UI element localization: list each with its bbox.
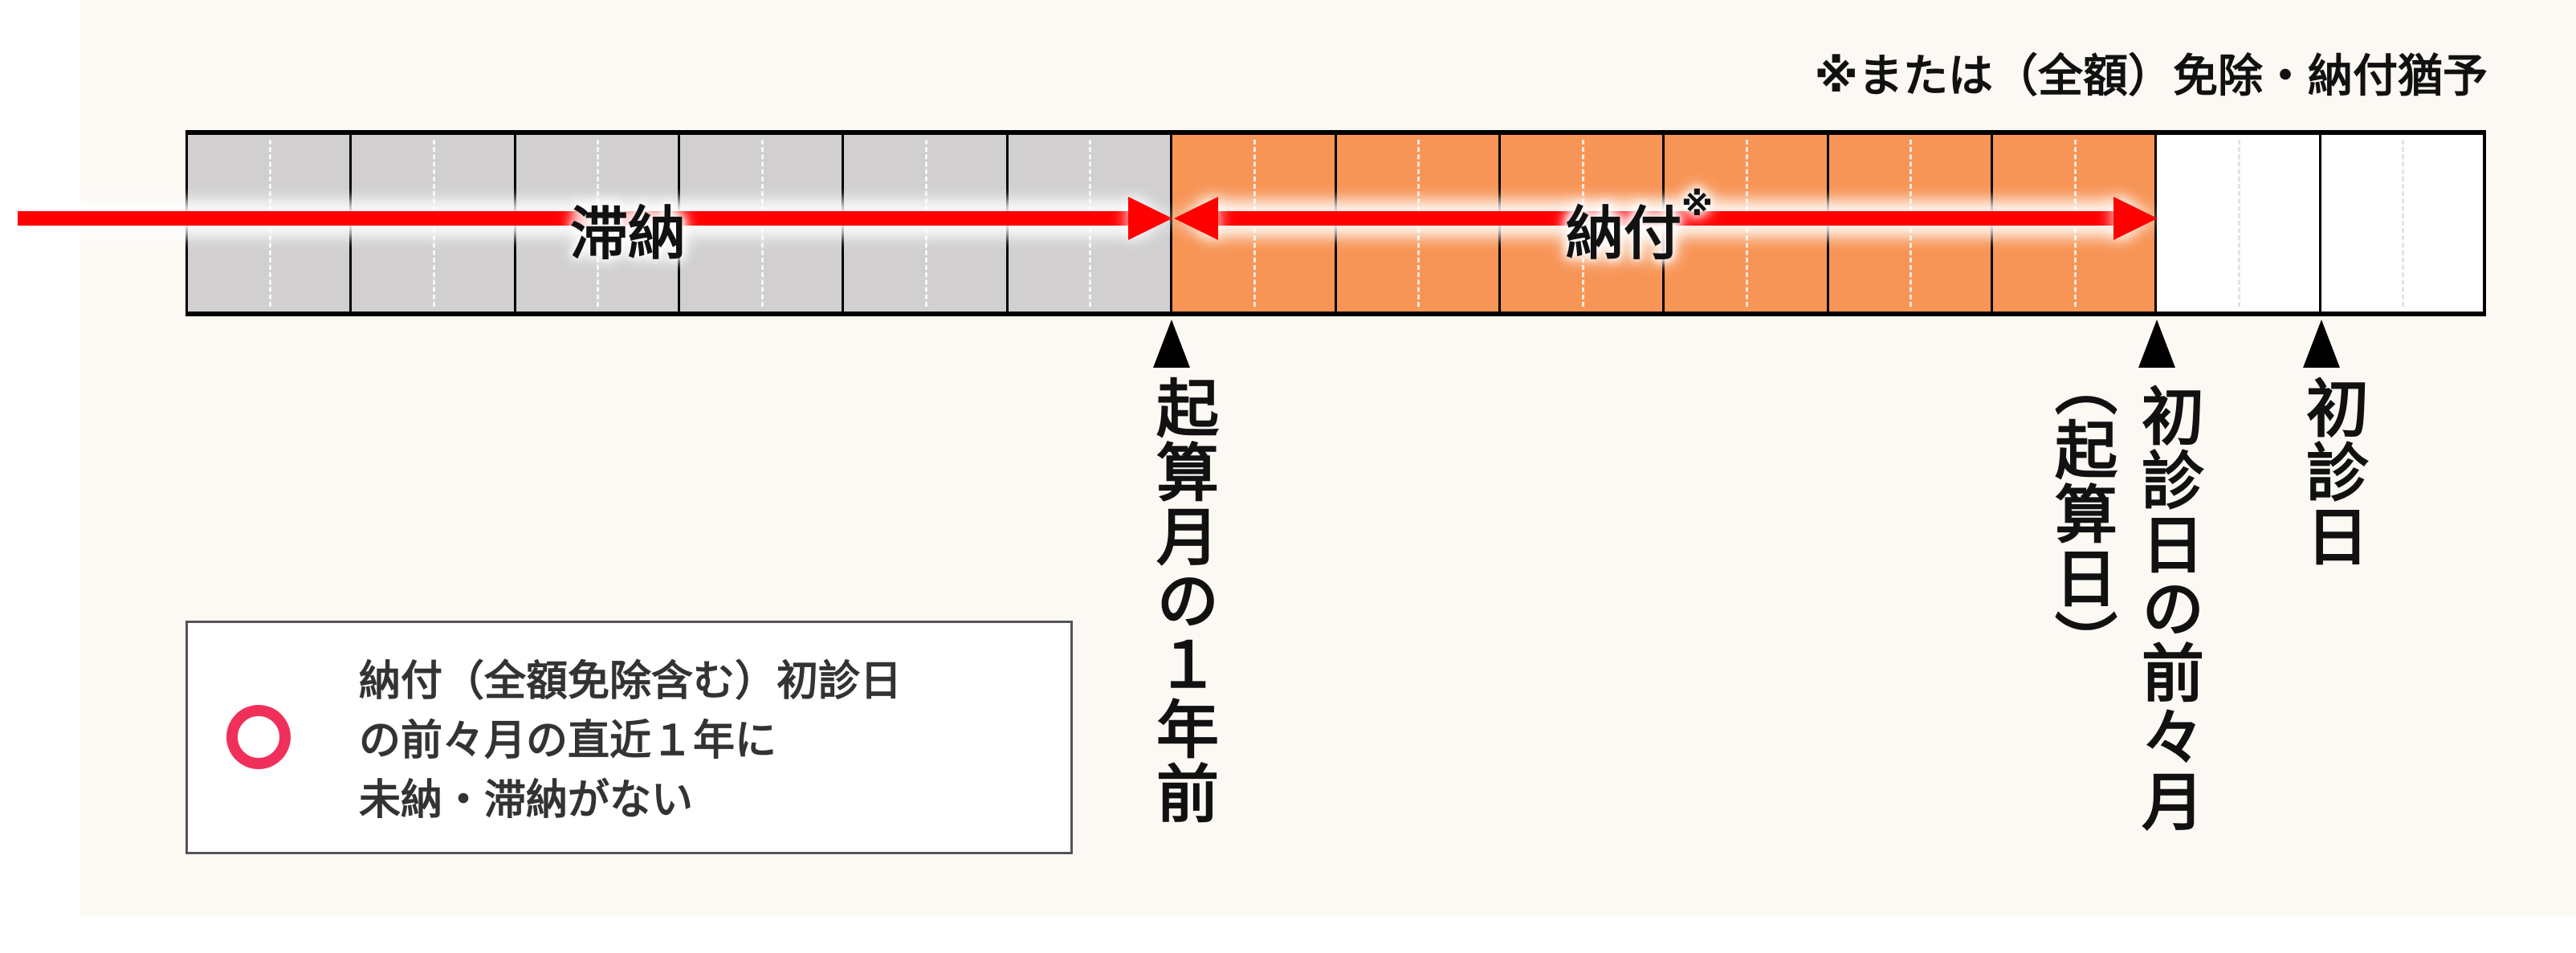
delinquent-arrow [18,211,1134,226]
start-marker-label: 起算月の１年前 [1146,376,1218,825]
month-cell-future [2318,135,2487,312]
paid-arrowhead-left-icon [1174,197,1218,240]
delinquent-arrowhead-icon [1128,197,1172,240]
paid-arrowhead-right-icon [2113,197,2158,240]
month-cell-future [2154,135,2319,312]
first-visit-marker-icon [2303,320,2340,368]
paid-arrow [1213,211,2120,226]
circle-icon [226,705,291,769]
legend-text: 納付（全額免除含む）初診日 の前々月の直近１年に 未納・滞納がない [359,652,902,830]
prior-marker-label: 初診日の前々月 [2131,384,2203,833]
footnote: ※または（全額）免除・納付猶予 [1814,51,2488,103]
paid-label: 納付※ [1566,186,1713,267]
first-visit-marker-label: 初診日 [2296,376,2368,568]
legend-line: 未納・滞納がない [359,776,694,825]
legend-line: の前々月の直近１年に [359,717,777,765]
delinquent-label: 滞納 [570,200,687,267]
legend-line: 納付（全額免除含む）初診日 [359,658,903,706]
prior-marker-note: （起算日） [2044,353,2117,674]
legend-box: 納付（全額免除含む）初診日 の前々月の直近１年に 未納・滞納がない [185,621,1073,854]
prior-marker-icon [2138,320,2175,368]
start-marker-icon [1153,320,1190,368]
